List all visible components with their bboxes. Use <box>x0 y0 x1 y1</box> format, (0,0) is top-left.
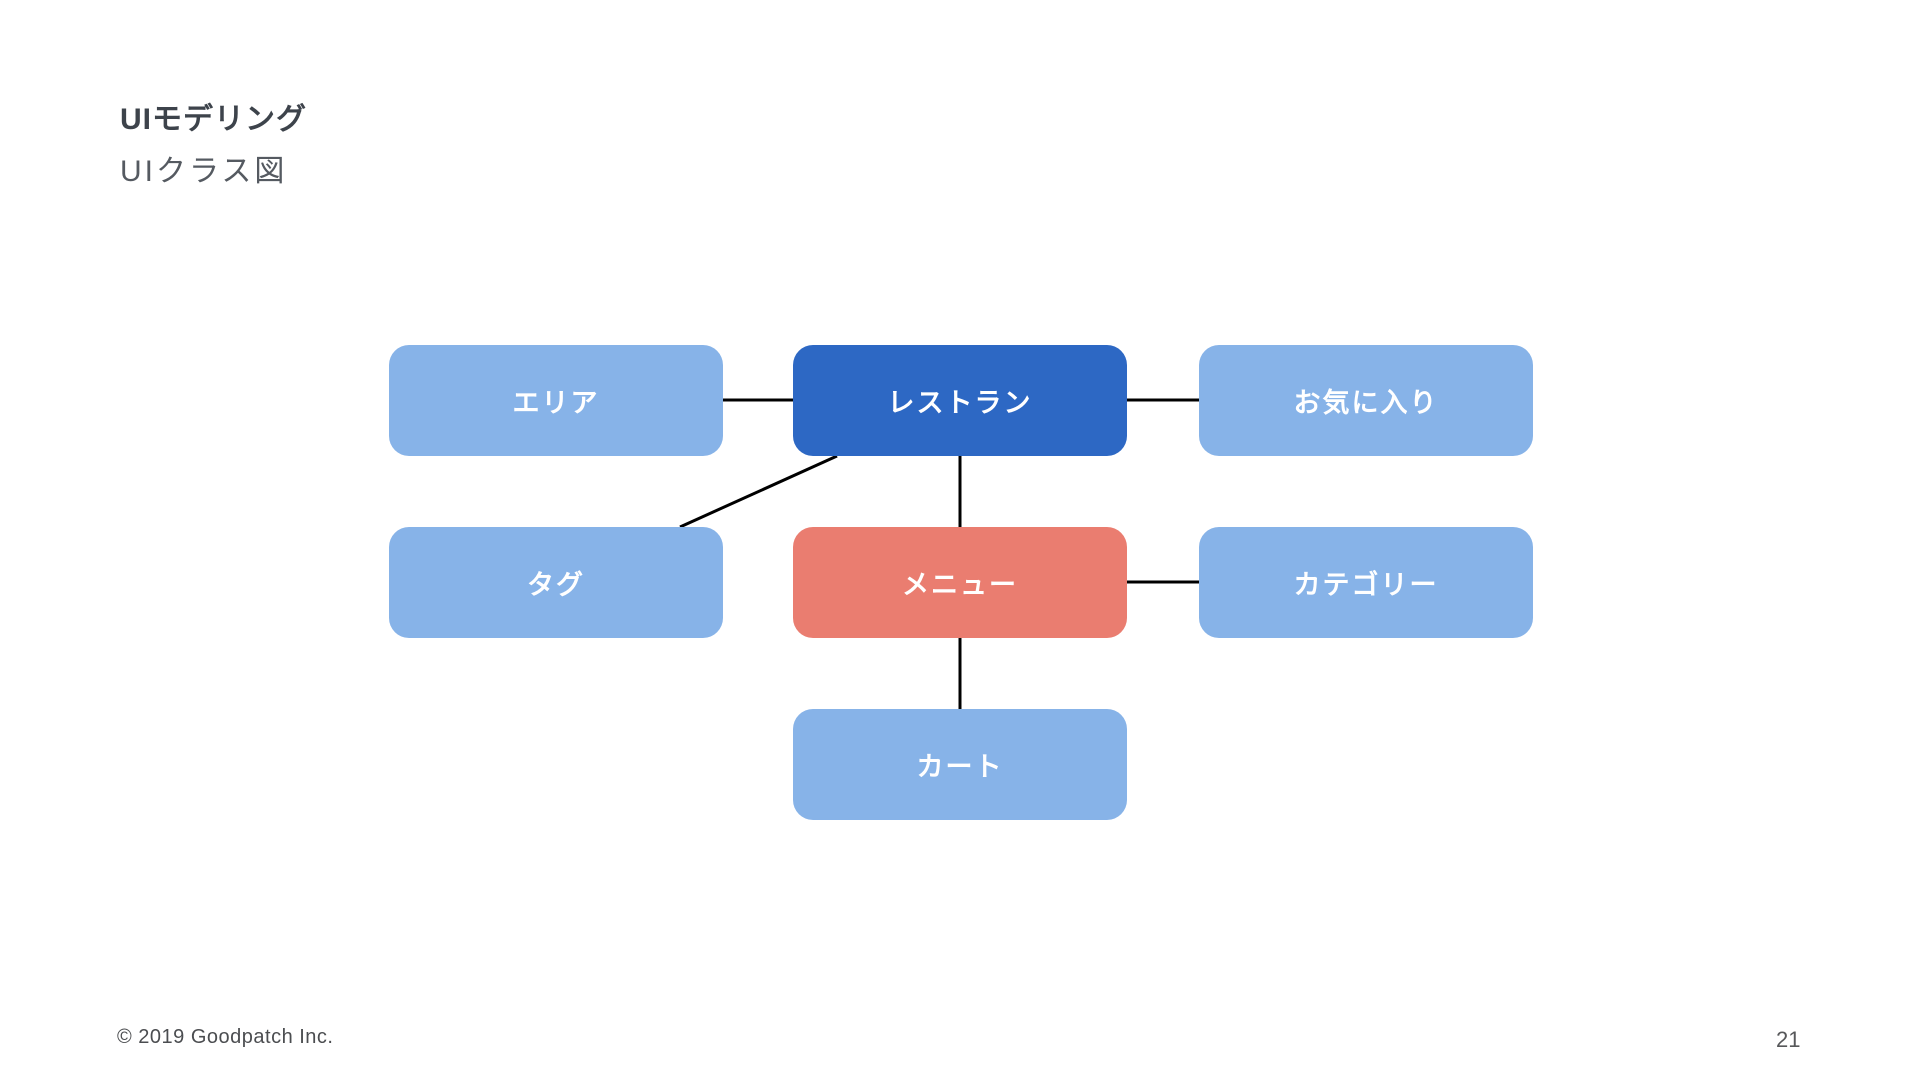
slide-subtitle: UIクラス図 <box>120 155 288 188</box>
slide-title: UIモデリング <box>120 103 307 136</box>
edge-restaurant-tag <box>679 454 838 529</box>
node-menu: メニュー <box>793 527 1127 638</box>
node-restaurant: レストラン <box>793 345 1127 456</box>
page-number: 21 <box>1776 1027 1801 1052</box>
node-category: カテゴリー <box>1199 527 1533 638</box>
footer-copyright: © 2019 Goodpatch Inc. <box>117 1026 334 1048</box>
node-area: エリア <box>389 345 723 456</box>
node-tag: タグ <box>389 527 723 638</box>
node-cart: カート <box>793 709 1127 820</box>
node-favorites: お気に入り <box>1199 345 1533 456</box>
